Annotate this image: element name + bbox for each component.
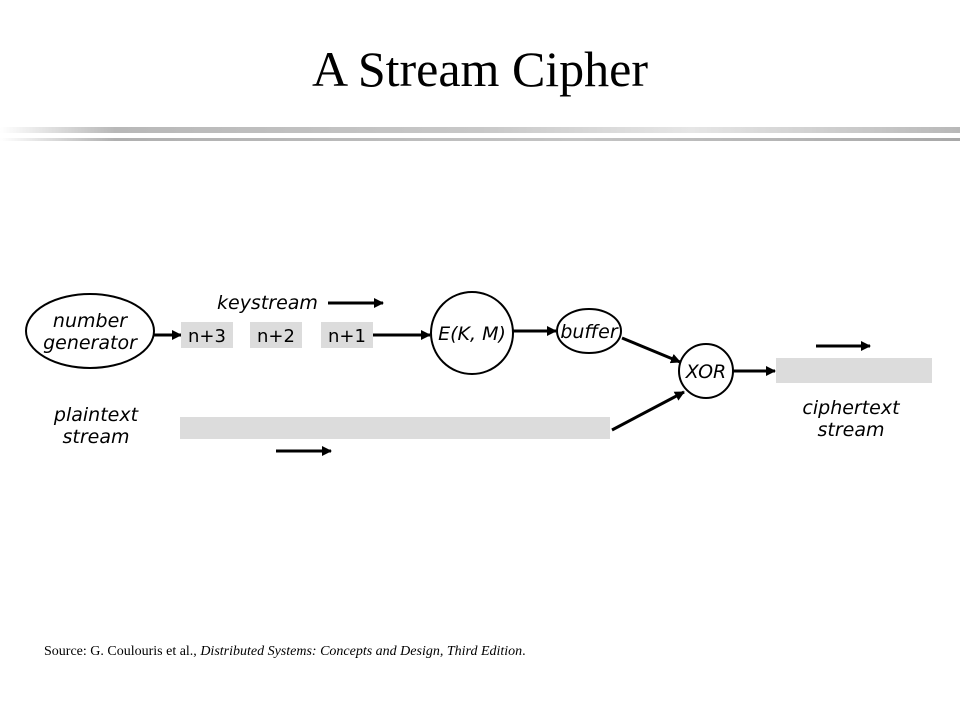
- keystream-label: keystream: [217, 292, 318, 314]
- plaintext-to-xor-arrow: [611, 390, 685, 432]
- keystream-cell-box-1: [181, 322, 233, 348]
- plaintext-label-line1: plaintext: [53, 404, 140, 426]
- keystream-cell-1: n+3: [188, 326, 226, 347]
- encrypt-function-label: E(K, M): [438, 323, 506, 345]
- title-rule-top: [0, 127, 960, 133]
- keystream-cell-box-3: [321, 322, 373, 348]
- title-rule-bottom: [0, 138, 960, 141]
- ciphertext-stream-bar: [776, 358, 932, 383]
- source-citation: Source: G. Coulouris et al., Distributed…: [44, 644, 526, 660]
- keystream-cell-2: n+2: [257, 326, 295, 347]
- source-book-title: Distributed Systems: Concepts and Design…: [200, 644, 523, 659]
- number-generator-label-line2: generator: [43, 332, 138, 354]
- buffer-label: buffer: [560, 321, 619, 343]
- ciphertext-label-line1: ciphertext: [802, 397, 901, 419]
- slide-title: A Stream Cipher: [311, 41, 649, 97]
- buffer-ellipse: [556, 308, 622, 354]
- keystream-cell-3: n+1: [328, 326, 366, 347]
- ciphertext-label-line2: stream: [817, 419, 884, 441]
- plaintext-stream-bar: [180, 417, 610, 439]
- xor-label: XOR: [685, 361, 727, 383]
- number-generator-label-line1: number: [53, 310, 128, 332]
- number-generator-ellipse: [25, 293, 155, 369]
- buffer-to-xor-arrow: [621, 336, 681, 364]
- encrypt-function-circle: [430, 291, 514, 375]
- source-prefix: Source: G. Coulouris et al.,: [44, 644, 201, 659]
- plaintext-label-line2: stream: [62, 426, 129, 448]
- keystream-cell-box-2: [250, 322, 302, 348]
- source-suffix: .: [522, 644, 526, 659]
